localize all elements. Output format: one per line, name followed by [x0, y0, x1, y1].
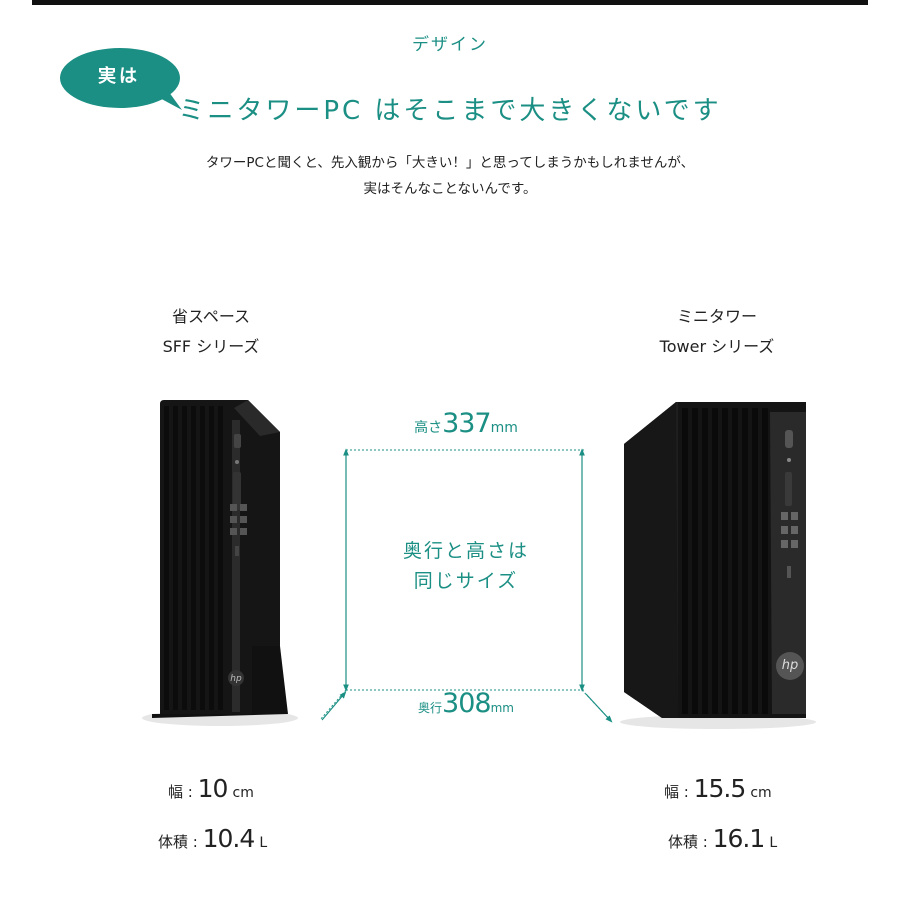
- tower-width-value: 15.5: [693, 774, 747, 803]
- tower-pc-image: [620, 402, 816, 729]
- depth-value: 308: [442, 688, 492, 719]
- sff-pc-image: [142, 400, 298, 726]
- page-headline: ミニタワーPC はそこまで大きくないです: [178, 96, 722, 126]
- sff-width-unit: cm: [232, 785, 254, 801]
- section-label: デザイン: [412, 35, 488, 55]
- tower-volume-spec: 体積 : 16.1 L: [668, 824, 777, 853]
- tower-volume-unit: L: [769, 835, 778, 851]
- depth-dimension-label: 奥行308mm: [346, 688, 586, 719]
- depth-label: 奥行: [418, 701, 443, 715]
- sff-model-title: 省スペース SFF シリーズ: [111, 302, 311, 362]
- top-divider-bar: [32, 0, 868, 5]
- dimension-lines: [319, 448, 613, 723]
- tower-width-label: 幅 :: [664, 783, 694, 801]
- tower-title-line-2: Tower シリーズ: [659, 337, 775, 356]
- sff-volume-label: 体積 :: [158, 833, 203, 851]
- height-value: 337: [442, 408, 492, 439]
- sff-volume-value: 10.4: [202, 824, 256, 853]
- sff-width-spec: 幅 : 10 cm: [168, 774, 254, 803]
- tower-width-spec: 幅 : 15.5 cm: [664, 774, 772, 803]
- center-note-line-2: 同じサイズ: [413, 570, 519, 592]
- bubble-text: 実は: [98, 66, 140, 87]
- lead-paragraph: タワーPCと聞くと、先入観から「大きい！」と思ってしまうかもしれませんが、 実は…: [0, 150, 900, 202]
- sff-title-line-1: 省スペース: [171, 307, 251, 326]
- speech-bubble-icon: [60, 48, 182, 110]
- tower-model-title: ミニタワー Tower シリーズ: [617, 302, 817, 362]
- depth-unit: mm: [490, 701, 514, 715]
- center-note-line-1: 奥行と高さは: [402, 540, 529, 562]
- tower-title-line-1: ミニタワー: [676, 307, 757, 326]
- sff-volume-unit: L: [259, 835, 268, 851]
- tower-volume-label: 体積 :: [668, 833, 713, 851]
- center-note: 奥行と高さは 同じサイズ: [346, 536, 586, 596]
- tower-hp-logo: hp: [781, 658, 799, 673]
- height-unit: mm: [490, 420, 518, 436]
- lead-line-1: タワーPCと聞くと、先入観から「大きい！」と思ってしまうかもしれませんが、: [205, 155, 695, 171]
- lead-line-2: 実はそんなことないんです。: [363, 181, 537, 197]
- tower-width-unit: cm: [750, 785, 772, 801]
- height-dimension-label: 高さ337mm: [346, 408, 586, 439]
- sff-volume-spec: 体積 : 10.4 L: [158, 824, 267, 853]
- sff-title-line-2: SFF シリーズ: [162, 337, 260, 356]
- tower-volume-value: 16.1: [712, 824, 766, 853]
- height-label: 高さ: [414, 420, 443, 436]
- sff-width-label: 幅 :: [168, 783, 198, 801]
- sff-hp-logo: hp: [230, 674, 242, 684]
- sff-width-value: 10: [197, 774, 229, 803]
